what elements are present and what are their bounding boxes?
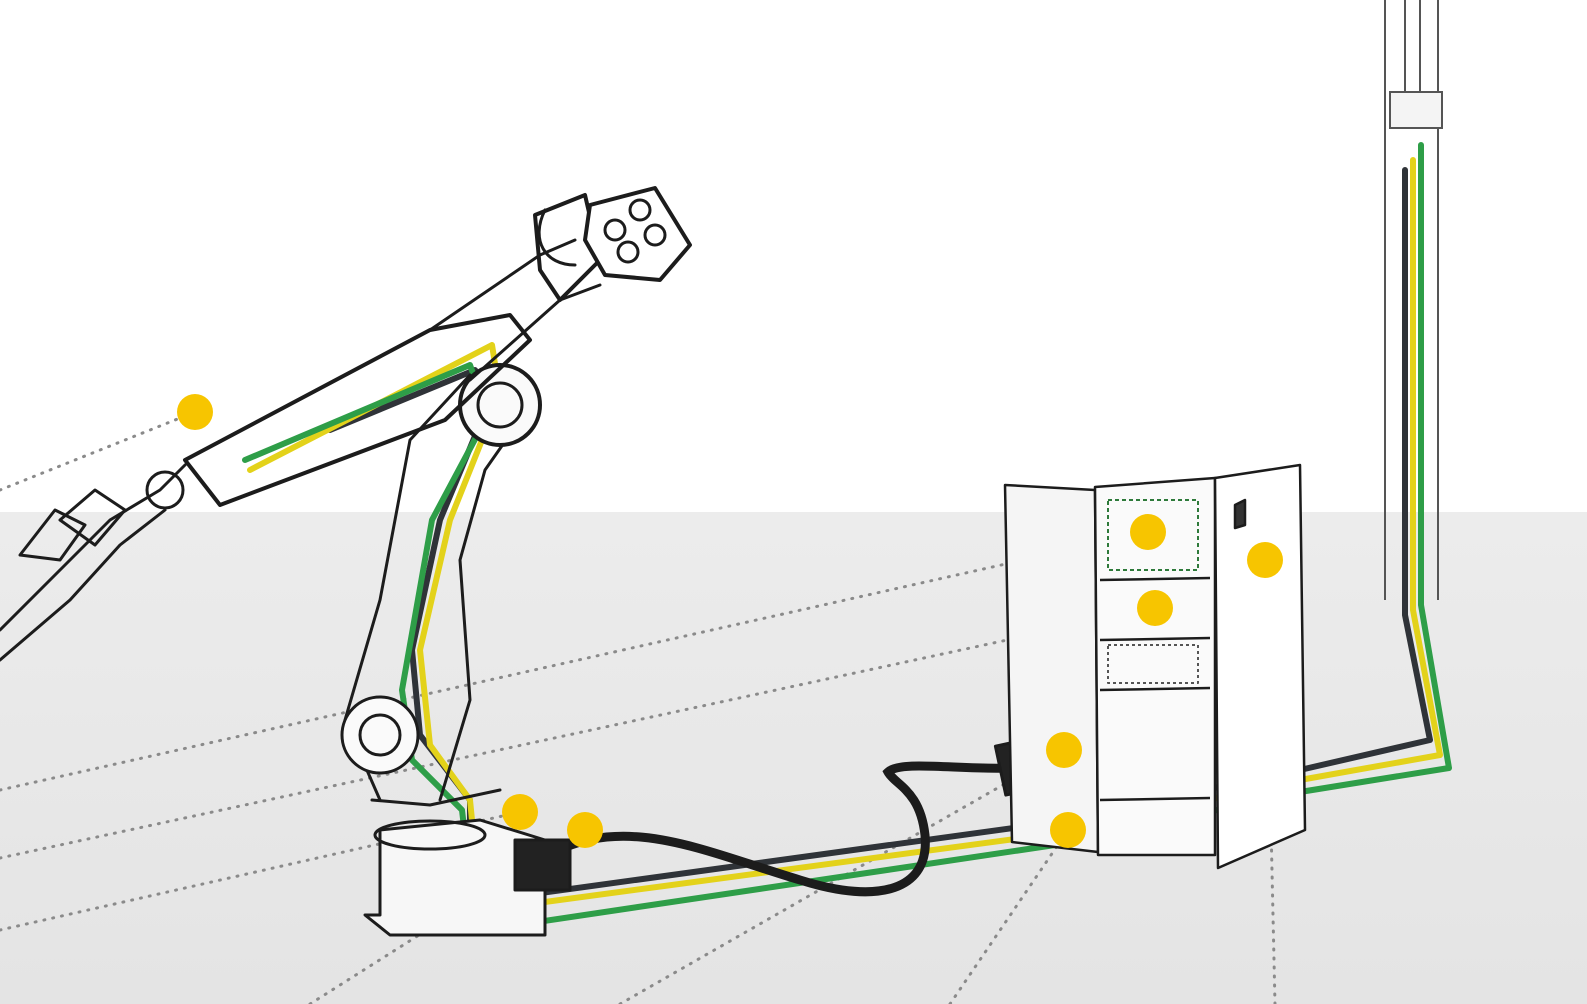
cable-mast: [1384, 0, 1443, 600]
hotspot-cable-plug-connector[interactable]: [1046, 732, 1082, 768]
floor-plane: [0, 512, 1587, 1004]
hotspot-cabinet-cable-entry[interactable]: [1050, 812, 1086, 848]
hotspot-cabinet-door[interactable]: [1247, 542, 1283, 578]
control-cabinet-sketch: [1003, 463, 1307, 870]
charging-connector-head: [583, 186, 692, 282]
hotspot-cabinet-middle-section[interactable]: [1137, 590, 1173, 626]
hotspot-robot-base-left[interactable]: [502, 794, 538, 830]
charging-cable: [535, 761, 1015, 897]
hotspot-robot-base-right[interactable]: [567, 812, 603, 848]
hotspot-arm-cable-guide[interactable]: [177, 394, 213, 430]
hotspots: [177, 394, 1283, 848]
hotspot-cabinet-top-section[interactable]: [1130, 514, 1166, 550]
